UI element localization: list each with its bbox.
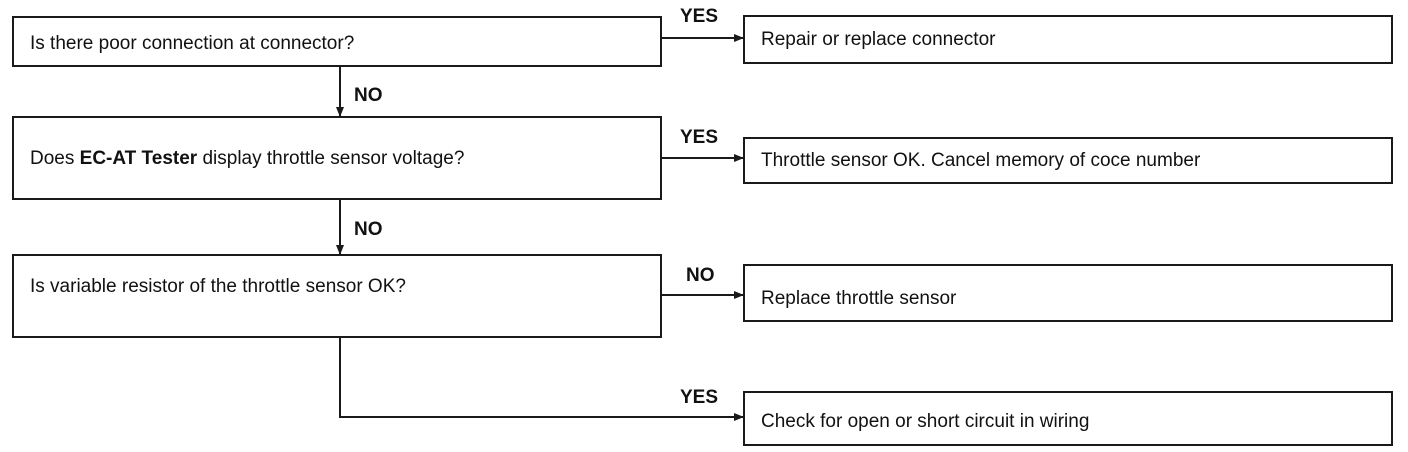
q1-yes-label: YES: [680, 6, 719, 27]
q3-yes-label: YES: [680, 387, 719, 408]
result-3-text: Replace throttle sensor: [761, 288, 957, 309]
result-4-text: Check for open or short circuit in wirin…: [761, 411, 1090, 432]
q1-no-label: NO: [354, 85, 383, 106]
result-1-text: Repair or replace connector: [761, 29, 996, 50]
q2-no-label: NO: [354, 219, 383, 240]
q3-no-label: NO: [686, 265, 715, 286]
question-2-suffix: display throttle sensor voltage?: [197, 148, 465, 169]
result-2-text: Throttle sensor OK. Cancel memory of coc…: [761, 150, 1201, 171]
question-2-bold: EC-AT Tester: [79, 148, 198, 169]
q2-yes-label: YES: [680, 127, 719, 148]
question-2-text: Does EC-AT Tester display throttle senso…: [30, 148, 464, 170]
question-box-2: Does EC-AT Tester display throttle senso…: [12, 116, 662, 200]
result-box-4: Check for open or short circuit in wirin…: [743, 391, 1393, 446]
question-2-prefix: Does: [30, 148, 80, 169]
result-box-3: Replace throttle sensor: [743, 264, 1393, 322]
q3-yes-arrow: [339, 338, 744, 421]
question-3-text: Is variable resistor of the throttle sen…: [30, 276, 406, 297]
question-box-1: Is there poor connection at connector?: [12, 16, 662, 67]
question-1-text: Is there poor connection at connector?: [30, 33, 355, 54]
result-box-1: Repair or replace connector: [743, 15, 1393, 64]
question-box-3: Is variable resistor of the throttle sen…: [12, 254, 662, 338]
result-box-2: Throttle sensor OK. Cancel memory of coc…: [743, 137, 1393, 184]
